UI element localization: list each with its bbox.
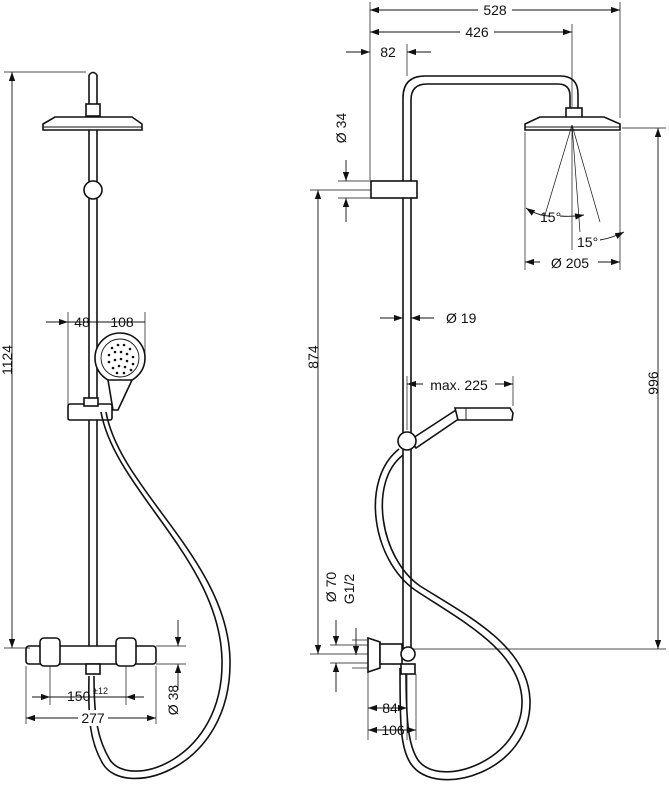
dim-label-874: 874 [305, 345, 321, 369]
dim-label-150: 150 [67, 688, 91, 704]
dim-outlet-height: 996 [412, 127, 666, 650]
hose [87, 411, 231, 780]
dim-inlet-diameter: Ø 70 G1/2 [323, 572, 368, 692]
dim-handshower-reach: max. 225 [406, 376, 514, 430]
dim-label-84: 84 [382, 700, 398, 716]
dim-label-max225: max. 225 [430, 377, 488, 393]
dim-label-528: 528 [483, 2, 507, 18]
dim-label-d205: Ø 205 [551, 255, 589, 271]
hand-shower-side [408, 407, 514, 450]
hand-shower [94, 332, 146, 411]
rail-knob-side [397, 431, 417, 451]
dim-label-426: 426 [465, 24, 489, 40]
front-view: 1124 48 108 150 ±12 [0, 71, 231, 780]
dim-thermostat-diameter: Ø 38 [156, 620, 186, 715]
shower-holder [67, 397, 113, 421]
dim-rail-diameter: Ø 19 [380, 310, 477, 326]
dim-arm-reach: 528 [369, 1, 621, 180]
spray-angle: 15° 15° [525, 124, 625, 250]
dim-label-48: 48 [74, 314, 90, 330]
overhead-shower-side [524, 107, 621, 131]
dim-total-height: 1124 [0, 71, 86, 649]
dim-arm-to-head: 426 [370, 23, 573, 108]
dim-inlet-offset-106: 106 [368, 674, 417, 740]
dim-label-tolerance: ±12 [93, 686, 108, 696]
dim-label-g12: G1/2 [341, 574, 357, 605]
dim-handshower: 48 108 [46, 312, 146, 420]
hose-side [374, 448, 531, 781]
dim-holder-diameter: Ø 34 [333, 113, 371, 222]
dim-thermostat-width: 277 [25, 666, 157, 726]
dim-label-d70: Ø 70 [323, 572, 339, 603]
dim-label-d38: Ø 38 [165, 685, 181, 716]
wall-inlet [367, 636, 416, 675]
dim-label-996: 996 [645, 371, 661, 395]
rail-knob [83, 180, 103, 200]
dim-rail-offset: 82 [346, 44, 431, 76]
side-view: 15° 15° 528 [305, 1, 666, 781]
dim-label-82: 82 [380, 44, 396, 60]
dim-label-angle-a: 15° [540, 209, 561, 225]
dim-label-1124: 1124 [0, 345, 15, 375]
dim-label-angle-b: 15° [577, 234, 598, 250]
dim-label-106: 106 [381, 722, 405, 738]
dim-label-d34: Ø 34 [333, 113, 349, 144]
holder-block [370, 180, 418, 199]
dim-thermostat-spacing: 150 ±12 [32, 666, 144, 705]
dim-label-277: 277 [81, 710, 105, 726]
thermostat [25, 637, 157, 675]
dim-label-d19: Ø 19 [446, 310, 477, 326]
rail-and-arm [402, 75, 579, 652]
dim-head-diameter: Ø 205 [524, 132, 621, 271]
dim-label-108: 108 [110, 314, 134, 330]
overhead-shower [42, 103, 143, 131]
